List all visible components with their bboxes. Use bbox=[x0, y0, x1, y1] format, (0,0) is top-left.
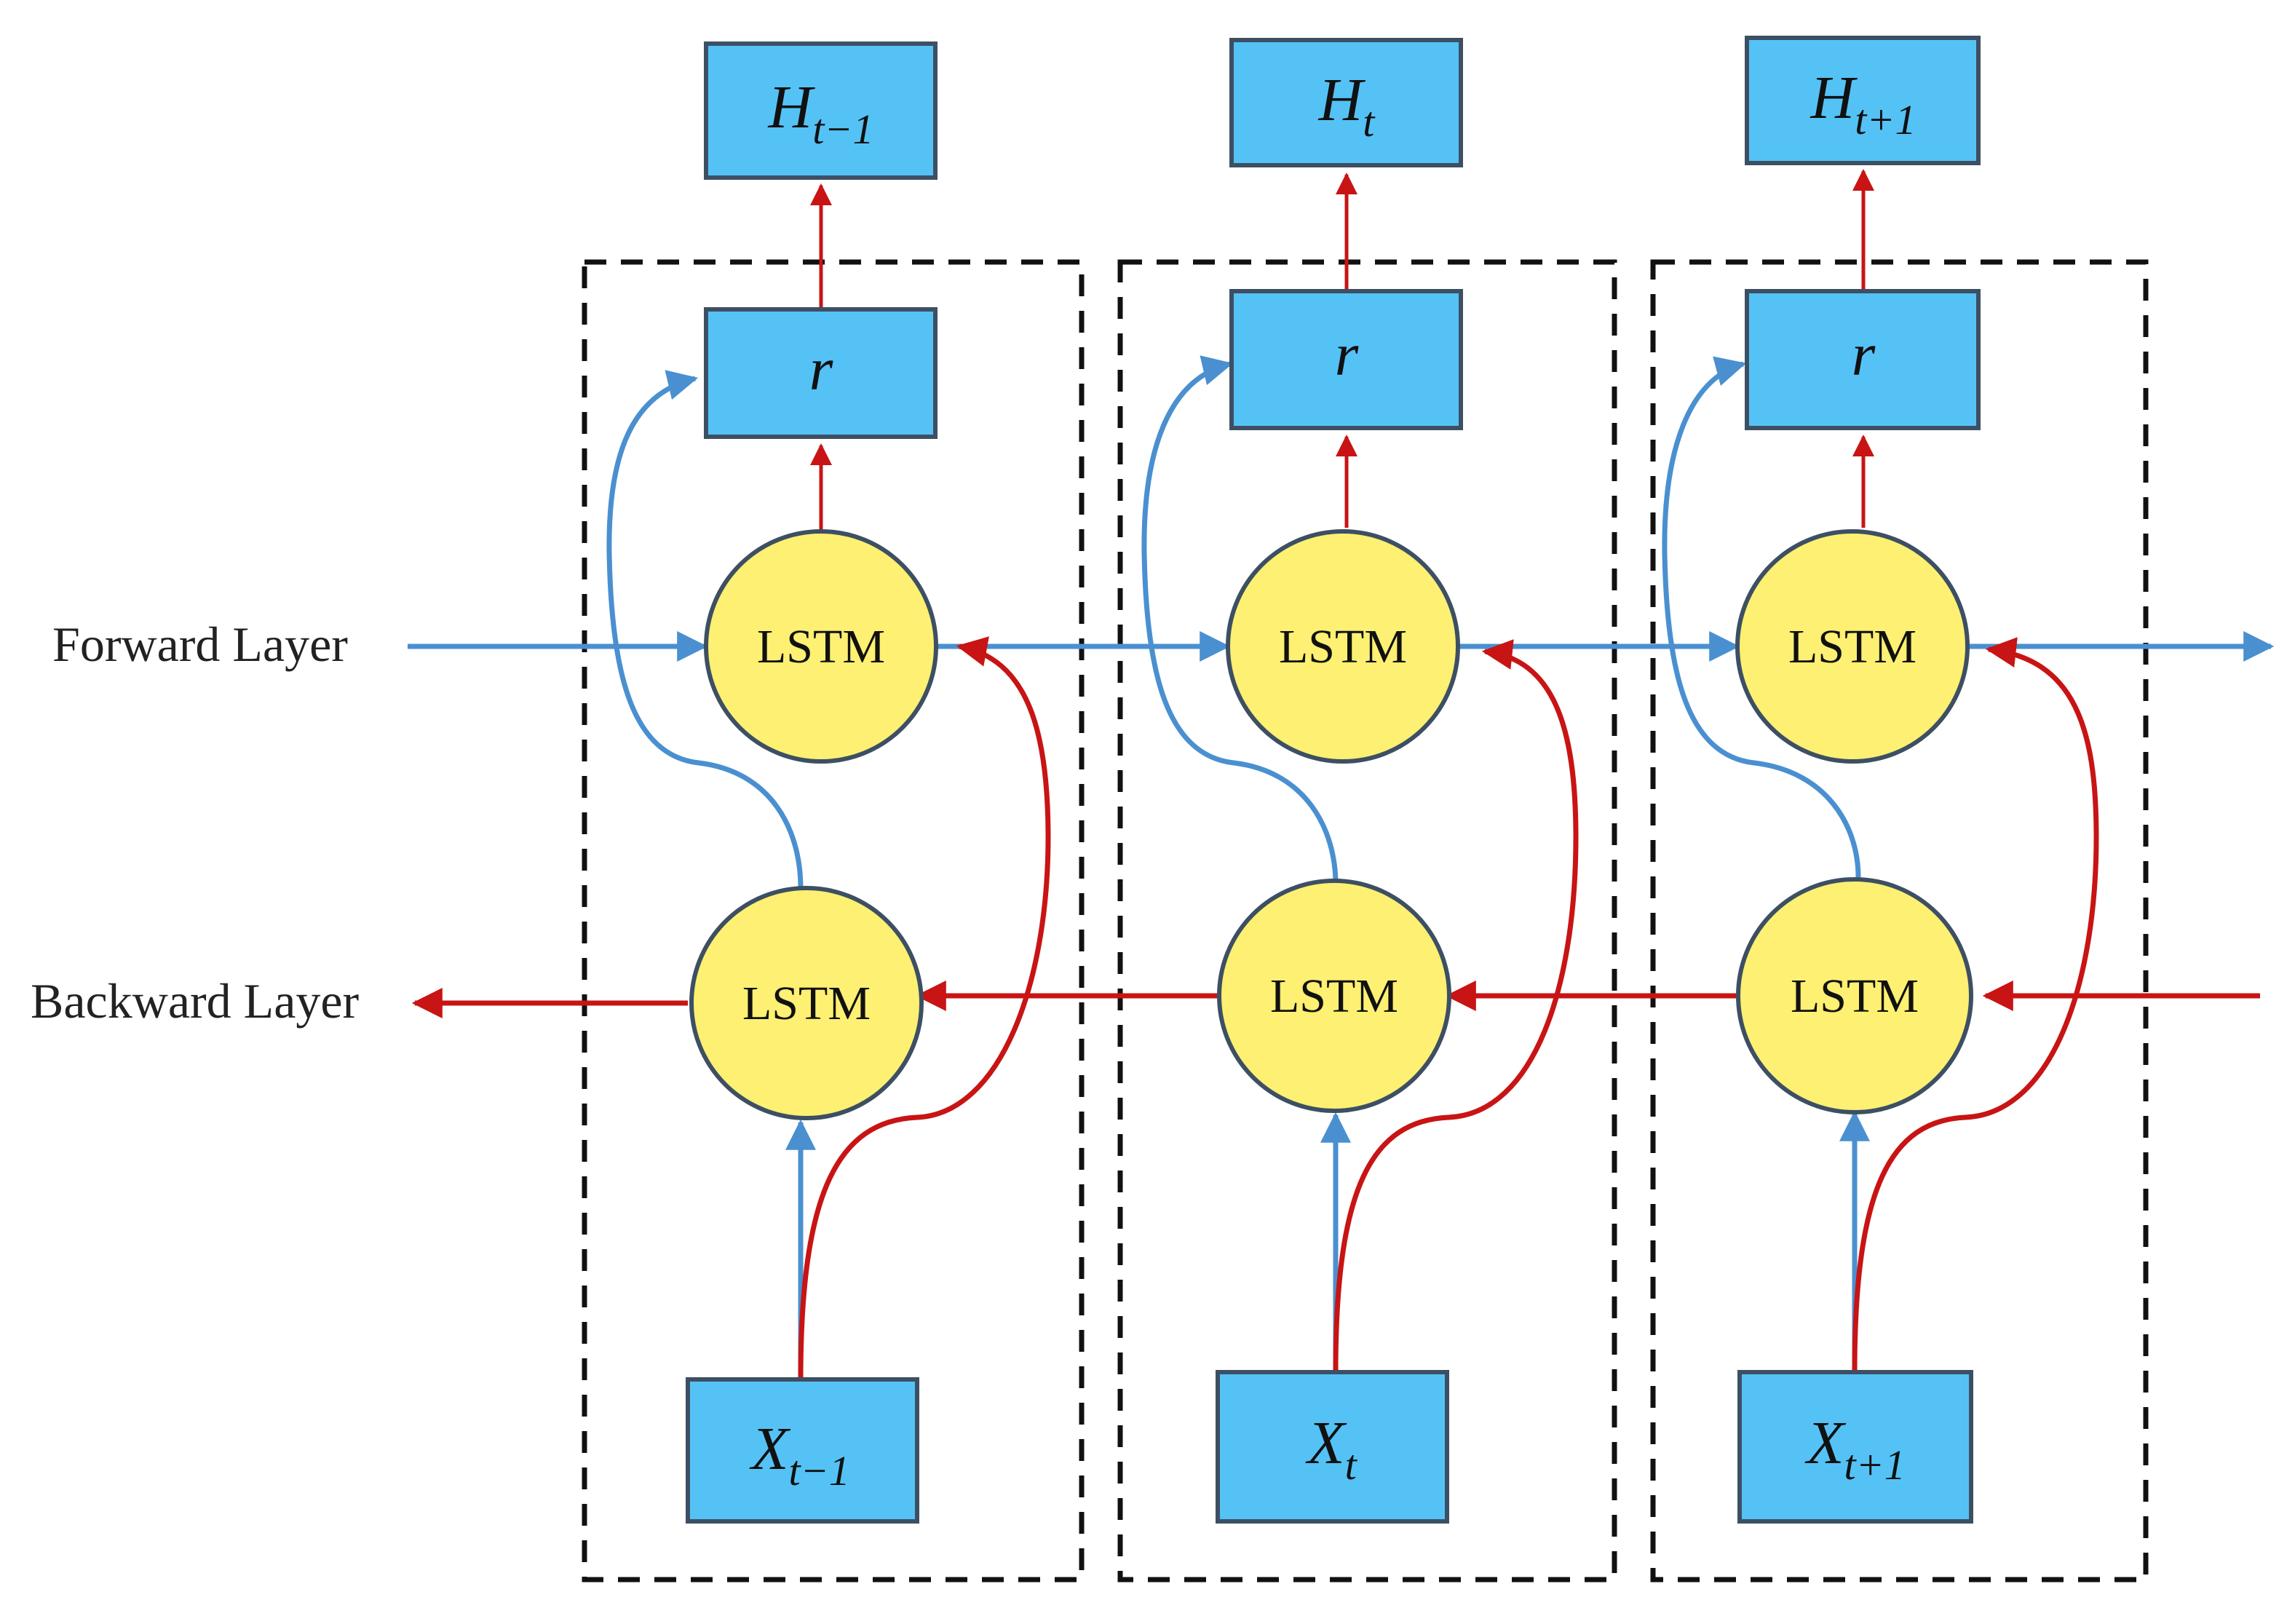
backward-layer-arrows bbox=[411, 981, 2260, 1018]
output-label: Ht+1 bbox=[1810, 64, 1917, 143]
backward-layer-label: Backward Layer bbox=[31, 973, 360, 1029]
timestep-3: Ht+1 r LSTM LSTM Xt+1 bbox=[1662, 36, 2099, 1524]
input-subscript: t−1 bbox=[789, 1447, 850, 1494]
forward-lstm-label: LSTM bbox=[1788, 620, 1917, 673]
input-to-forward-arrow bbox=[1333, 639, 1579, 1373]
output-box bbox=[1745, 36, 1981, 165]
forward-lstm-cell bbox=[1735, 529, 1970, 764]
input-label: Xt bbox=[1305, 1409, 1357, 1489]
timestep-2: Ht r LSTM LSTM Xt bbox=[1141, 38, 1579, 1524]
forward-lstm-cell bbox=[1226, 529, 1460, 764]
backward-lstm-cell bbox=[1217, 879, 1451, 1113]
output-label: Ht bbox=[1318, 66, 1376, 146]
output-base: H bbox=[1318, 66, 1366, 134]
backward-to-combine-arrow bbox=[1141, 355, 1339, 885]
timestep-frames bbox=[582, 259, 2149, 1583]
combine-box bbox=[1745, 289, 1981, 430]
backward-lstm-label: LSTM bbox=[1791, 970, 1919, 1023]
forward-lstm-label: LSTM bbox=[1279, 620, 1407, 673]
backward-to-combine-arrow bbox=[1662, 356, 1861, 878]
output-box bbox=[704, 41, 938, 180]
input-subscript: t+1 bbox=[1844, 1441, 1906, 1489]
backward-lstm-label: LSTM bbox=[742, 977, 871, 1030]
output-base: H bbox=[1810, 64, 1858, 132]
combine-box bbox=[1229, 289, 1463, 430]
output-box bbox=[1229, 38, 1463, 167]
timestep-frame-3 bbox=[1650, 259, 2149, 1583]
forward-lstm-cell bbox=[704, 529, 938, 764]
combine-label: r bbox=[1852, 321, 1876, 389]
combine-label: r bbox=[1335, 321, 1359, 389]
input-to-forward-arrow bbox=[1852, 637, 2099, 1373]
input-subscript: t bbox=[1345, 1441, 1358, 1489]
input-base: X bbox=[749, 1415, 791, 1483]
output-base: H bbox=[768, 74, 816, 141]
combine-label: r bbox=[809, 336, 833, 403]
input-base: X bbox=[1305, 1409, 1347, 1477]
input-label: Xt+1 bbox=[1804, 1409, 1906, 1489]
output-subscript: t bbox=[1363, 98, 1376, 146]
forward-lstm-label: LSTM bbox=[757, 620, 885, 673]
input-base: X bbox=[1804, 1409, 1847, 1477]
input-box bbox=[1216, 1370, 1449, 1524]
timestep-1: Ht−1 r LSTM LSTM Xt−1 bbox=[606, 41, 1051, 1524]
input-to-forward-arrow bbox=[798, 636, 1051, 1380]
input-label: Xt−1 bbox=[749, 1415, 850, 1494]
combine-box bbox=[704, 307, 938, 439]
backward-lstm-label: LSTM bbox=[1270, 970, 1398, 1023]
timestep-frame-2 bbox=[1117, 259, 1617, 1583]
backward-lstm-cell bbox=[689, 886, 924, 1120]
output-subscript: t+1 bbox=[1855, 96, 1916, 143]
backward-to-combine-arrow bbox=[606, 370, 804, 889]
output-subscript: t−1 bbox=[812, 106, 873, 153]
backward-lstm-cell bbox=[1736, 877, 1973, 1114]
input-box bbox=[686, 1377, 919, 1524]
input-box bbox=[1737, 1370, 1973, 1524]
forward-layer-label: Forward Layer bbox=[52, 617, 348, 672]
output-label: Ht−1 bbox=[768, 74, 874, 153]
